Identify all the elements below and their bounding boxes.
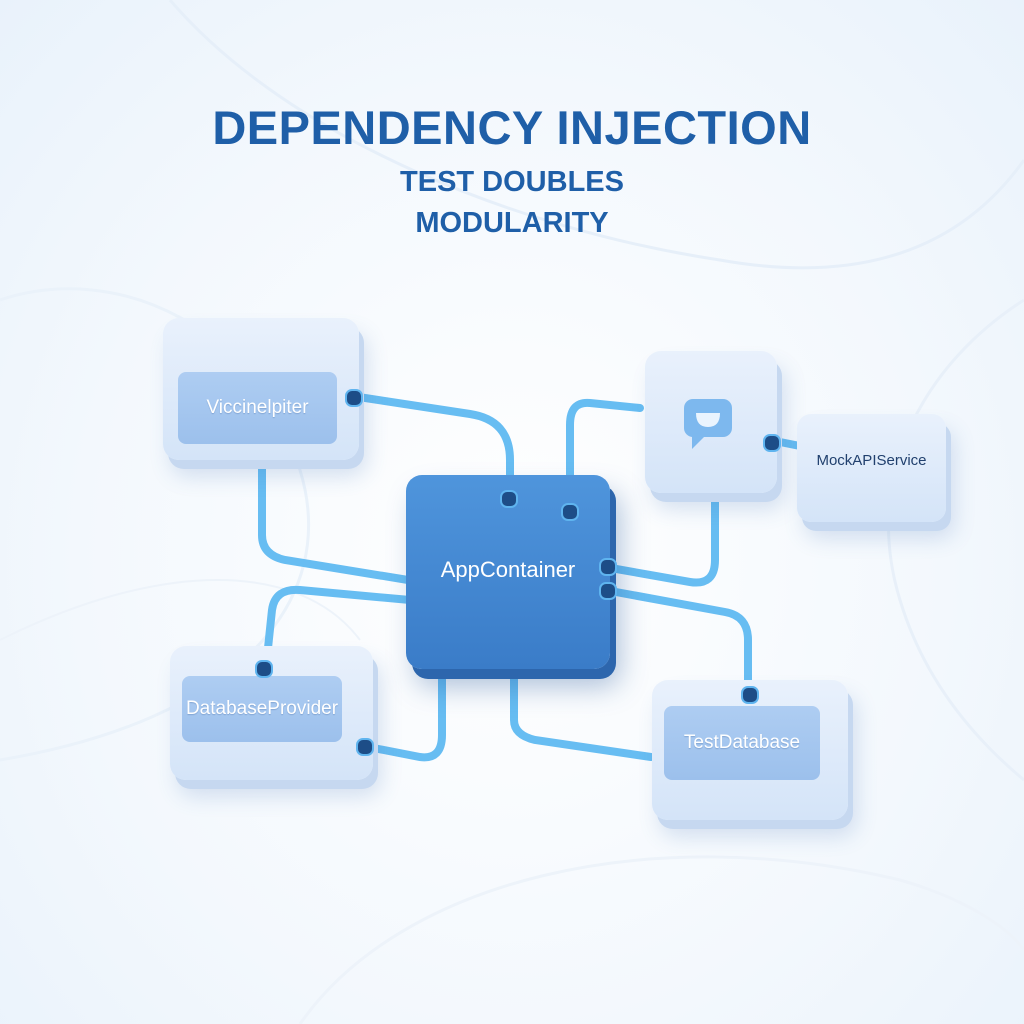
chat-bubble-icon — [684, 399, 732, 449]
port-chat-right — [763, 434, 781, 452]
port-container-top-left — [500, 490, 518, 508]
port-test-db-top — [741, 686, 759, 704]
node-test-database-label: TestDatabase — [664, 706, 820, 780]
wire-chat-to-container — [566, 398, 644, 512]
subtitle-modularity: MODULARITY — [415, 207, 609, 239]
node-mock-api-service[interactable]: MockAPIService — [797, 414, 946, 522]
port-container-right-upper — [599, 558, 617, 576]
node-mock-api-label: MockAPIService — [816, 452, 927, 469]
port-db-provider-right — [356, 738, 374, 756]
wire-dbprovider-to-container — [262, 585, 414, 671]
port-container-right-lower — [599, 582, 617, 600]
node-top-left-label: Viccinelpiter — [178, 372, 337, 444]
wire-container-to-chat-bottom — [601, 484, 719, 587]
wire-topleft-down-to-container — [258, 446, 412, 584]
node-database-provider-label: DatabaseProvider — [182, 676, 342, 742]
node-database-provider[interactable]: DatabaseProvider — [170, 646, 373, 780]
port-top-left-right — [345, 389, 363, 407]
subtitle-test-doubles: TEST DOUBLES — [400, 166, 624, 198]
wire-dbprovider-right-to-container — [359, 642, 446, 762]
wire-topleft-to-container — [348, 392, 514, 501]
app-container-label: AppContainer — [440, 557, 576, 582]
diagram-title: DEPENDENCY INJECTION — [212, 101, 812, 154]
port-container-top-right — [561, 503, 579, 521]
wire-container-to-testdb-left — [510, 664, 655, 761]
port-db-provider-top — [255, 660, 273, 678]
node-top-left[interactable]: Viccinelpiter — [163, 318, 359, 460]
node-chat[interactable] — [645, 351, 777, 493]
wire-container-to-testdb — [601, 586, 752, 697]
